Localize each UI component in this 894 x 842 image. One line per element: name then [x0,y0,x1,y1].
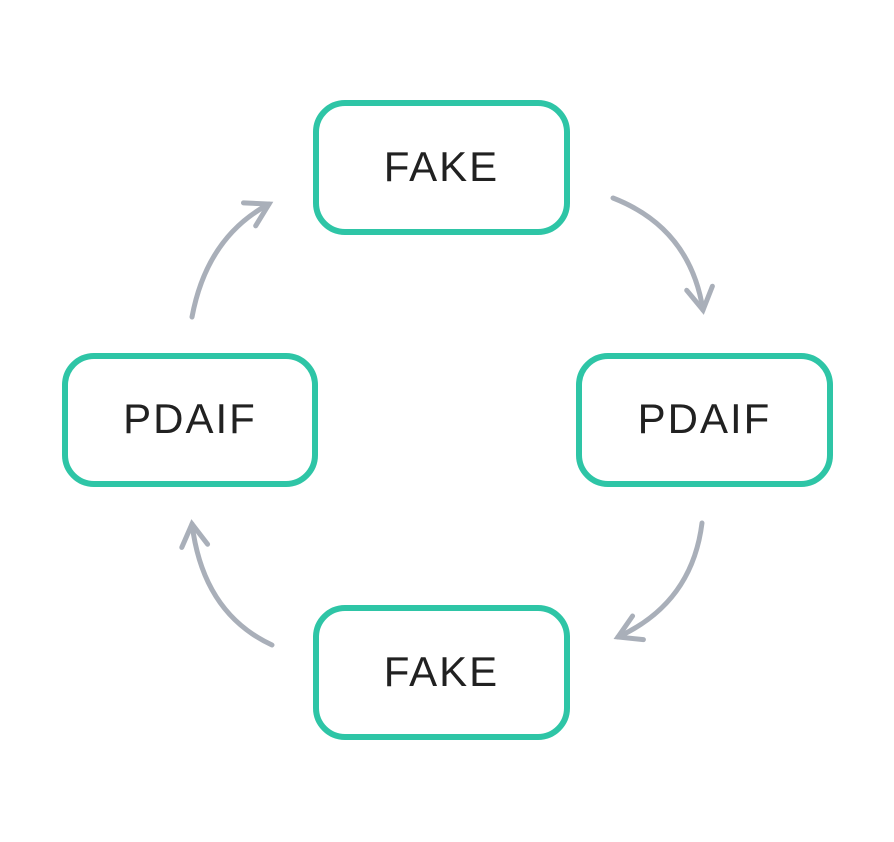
node-left: PDAIF [62,353,318,487]
arrow-left-to-top-icon [189,200,274,320]
arrow-top-to-right-icon [610,195,715,315]
node-right: PDAIF [576,353,833,487]
node-top: FAKE [313,100,570,235]
arrow-right-to-bottom-icon [613,520,705,643]
node-label: PDAIF [637,395,772,442]
node-label: FAKE [383,142,500,190]
arrow-bottom-to-left-icon [179,519,275,648]
node-label: FAKE [383,647,500,695]
node-label: PDAIF [123,395,257,442]
node-bottom: FAKE [313,605,570,740]
